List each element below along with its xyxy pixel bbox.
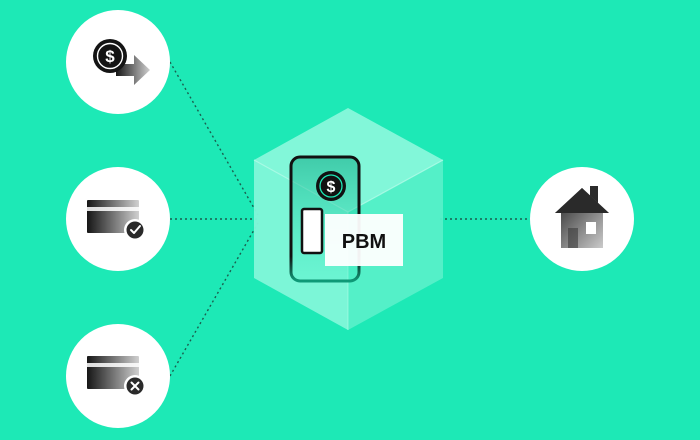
node-dollar-transfer: $ (66, 10, 170, 114)
connector-line-bottom (169, 222, 259, 377)
svg-text:$: $ (105, 47, 115, 66)
card-declined-icon (87, 356, 146, 397)
node-card-approved (66, 167, 170, 271)
svg-text:$: $ (327, 179, 336, 196)
card-approved-icon (87, 200, 146, 241)
node-house (530, 167, 634, 271)
connectors (169, 61, 530, 377)
connector-line-top (169, 61, 259, 216)
dollar-coin-icon: $ (316, 171, 346, 201)
dollar-transfer-icon: $ (93, 39, 150, 85)
house-icon (555, 186, 609, 248)
pbm-label: PBM (342, 231, 386, 253)
node-card-declined (66, 324, 170, 428)
pbm-label-box: PBM (325, 214, 403, 266)
